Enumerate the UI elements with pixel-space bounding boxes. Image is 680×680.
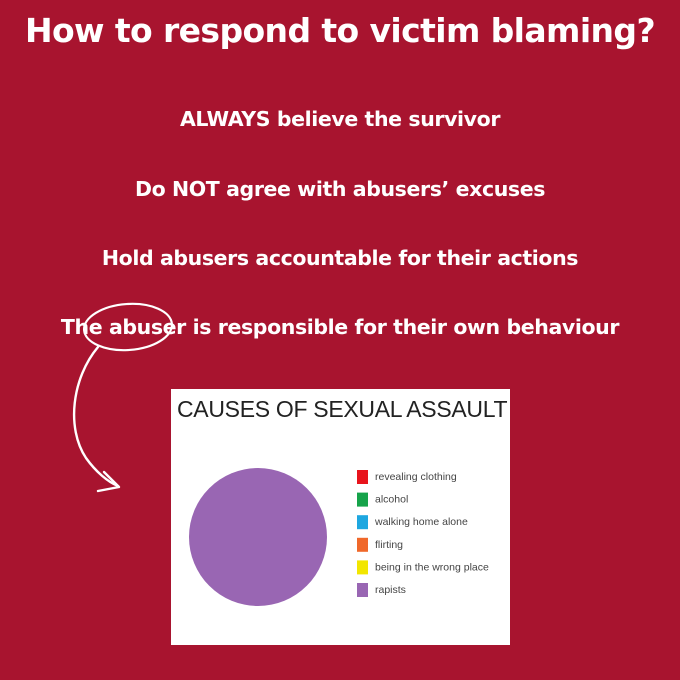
curved-arrow-icon bbox=[72, 345, 120, 488]
point-believe-survivor: ALWAYS believe the survivor bbox=[179, 107, 501, 131]
legend-swatch-4 bbox=[357, 560, 368, 575]
point-abuser-responsible: The abuser is responsible for their own … bbox=[0, 312, 680, 342]
pie-chart: revealing clothing alcohol walking home al… bbox=[189, 468, 489, 606]
point-hold-accountable: Hold abusers accountable for their actio… bbox=[101, 246, 579, 270]
circled-word-abuser: abuser bbox=[108, 315, 186, 339]
legend-swatch-1 bbox=[357, 492, 368, 507]
legend-swatch-3 bbox=[357, 537, 368, 552]
legend-label-1: alcohol bbox=[375, 494, 408, 506]
legend-label-4: being in the wrong place bbox=[375, 561, 489, 573]
point-text-start: The bbox=[60, 315, 109, 339]
chart-title: CAUSES OF SEXUAL ASSAULT bbox=[177, 396, 508, 422]
point-text-end: is responsible for their own behaviour bbox=[185, 315, 620, 339]
legend-label-5: rapists bbox=[375, 584, 406, 596]
legend-swatch-2 bbox=[357, 515, 368, 530]
legend-swatch-0 bbox=[357, 470, 368, 484]
arrow-head-icon bbox=[96, 470, 121, 493]
point-reject-excuses: Do NOT agree with abusers’ excuses bbox=[134, 177, 546, 201]
legend-label-2: walking home alone bbox=[374, 516, 468, 528]
legend-swatch-5 bbox=[357, 583, 368, 597]
pie-slice-5 bbox=[189, 468, 327, 606]
legend-label-0: revealing clothing bbox=[375, 471, 457, 483]
page-title: How to respond to victim blaming? bbox=[24, 11, 656, 50]
pie-chart-card: revealing clothing alcohol walking home al… bbox=[171, 389, 510, 645]
legend-label-3: flirting bbox=[375, 539, 403, 551]
